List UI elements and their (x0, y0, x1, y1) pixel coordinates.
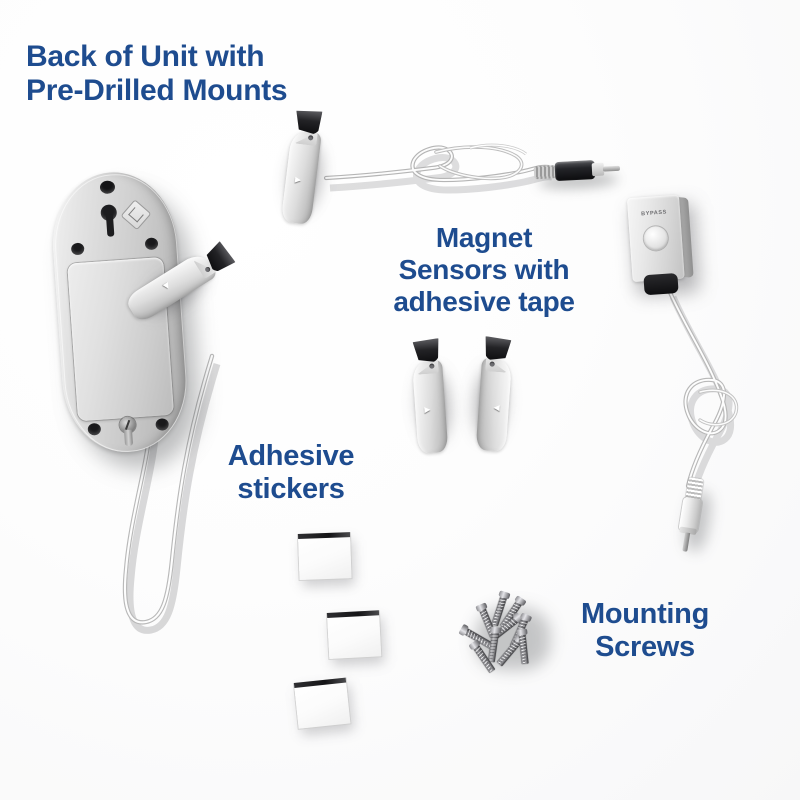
label-magnet-sensors: Magnet Sensors with adhesive tape (393, 222, 575, 317)
cable-magnet-sensor (323, 143, 553, 194)
main-unit-back-housing (48, 168, 205, 474)
sensor-dark-tip (294, 108, 323, 135)
sensor-dark-tip (412, 338, 440, 364)
cable-grommet (643, 272, 679, 296)
sensor-dark-tip (484, 336, 512, 362)
fitted-screw-shaft (123, 429, 134, 447)
cable-bypass (665, 285, 739, 496)
keyhole-slot-tail (105, 214, 115, 237)
label-adhesive-stickers: Adhesive stickers (227, 440, 355, 506)
strain-relief-coil (533, 165, 557, 180)
plug-pin (602, 165, 621, 172)
white-barrel-plug (672, 476, 714, 553)
sticker-face (298, 533, 352, 580)
plug-barrel (554, 160, 596, 182)
bypass-button-module: BYPASS (626, 194, 700, 296)
black-barrel-plug (533, 158, 621, 191)
arrow-icon: ▸ (423, 401, 431, 417)
label-back-of-unit: Back of Unit with Pre-Drilled Mounts (26, 40, 288, 108)
sticker-face (327, 611, 382, 659)
mounting-screws-cluster (461, 592, 558, 678)
label-mounting-screws: Mounting Screws (580, 598, 710, 664)
arrow-icon: ▸ (493, 399, 501, 415)
